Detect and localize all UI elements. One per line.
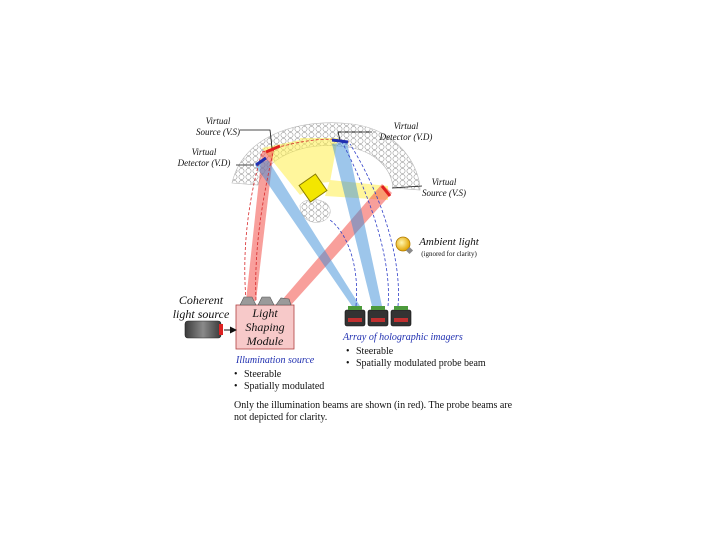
coherent-light-source-label: Coherent light source xyxy=(172,293,230,321)
illumination-beam-right xyxy=(282,184,392,305)
light-shaping-module xyxy=(235,304,295,350)
virtual-detector-top-marker xyxy=(331,138,349,144)
virtual-detector-left-marker xyxy=(255,156,267,167)
clarity-note: Only the illumination beams are shown (i… xyxy=(234,400,513,423)
holographic-imager xyxy=(344,306,366,327)
bullet-item: Spatially modulated probe beam xyxy=(346,358,486,370)
probe-beams xyxy=(255,142,382,306)
virtual-source-left-marker xyxy=(265,144,281,154)
holographic-imager-array-bullets: Steerable Spatially modulated probe beam xyxy=(346,346,486,370)
virtual-source-left-label: Virtual Source (V.S) xyxy=(196,116,240,137)
holographic-imager-array-label: Array of holographic imagers xyxy=(343,332,463,343)
ambient-light-label: Ambient light xyxy=(419,236,479,248)
virtual-source-right-label: Virtual Source (V.S) xyxy=(422,177,466,198)
virtual-detector-top-label: Virtual Detector (V.D) xyxy=(379,121,433,142)
ambient-light-note: (ignored for clarity) xyxy=(421,250,477,258)
ambient-light-bulb-icon xyxy=(395,236,414,255)
light-shaping-module-label: Light Shaping Module xyxy=(245,306,285,348)
probe-beam-1 xyxy=(255,160,360,306)
bullet-item: Spatially modulated xyxy=(234,381,324,393)
label-leaders xyxy=(236,129,423,189)
illumination-source-label: Illumination source xyxy=(236,355,315,366)
target-object xyxy=(298,173,328,203)
illumination-source-bullets: Steerable Spatially modulated xyxy=(234,369,324,393)
holographic-imager-array xyxy=(344,306,412,327)
bullet-item: Steerable xyxy=(234,369,324,381)
holographic-imager xyxy=(390,306,412,327)
bullet-item: Steerable xyxy=(346,346,486,358)
holographic-imager xyxy=(367,306,389,327)
probe-beam-2 xyxy=(332,142,382,306)
coherent-light-source-icon xyxy=(184,320,223,339)
module-output-ports xyxy=(239,296,292,306)
virtual-source-right-marker xyxy=(380,185,392,197)
dashed-guides xyxy=(244,138,399,307)
virtual-detector-left-label: Virtual Detector (V.D) xyxy=(177,147,231,168)
